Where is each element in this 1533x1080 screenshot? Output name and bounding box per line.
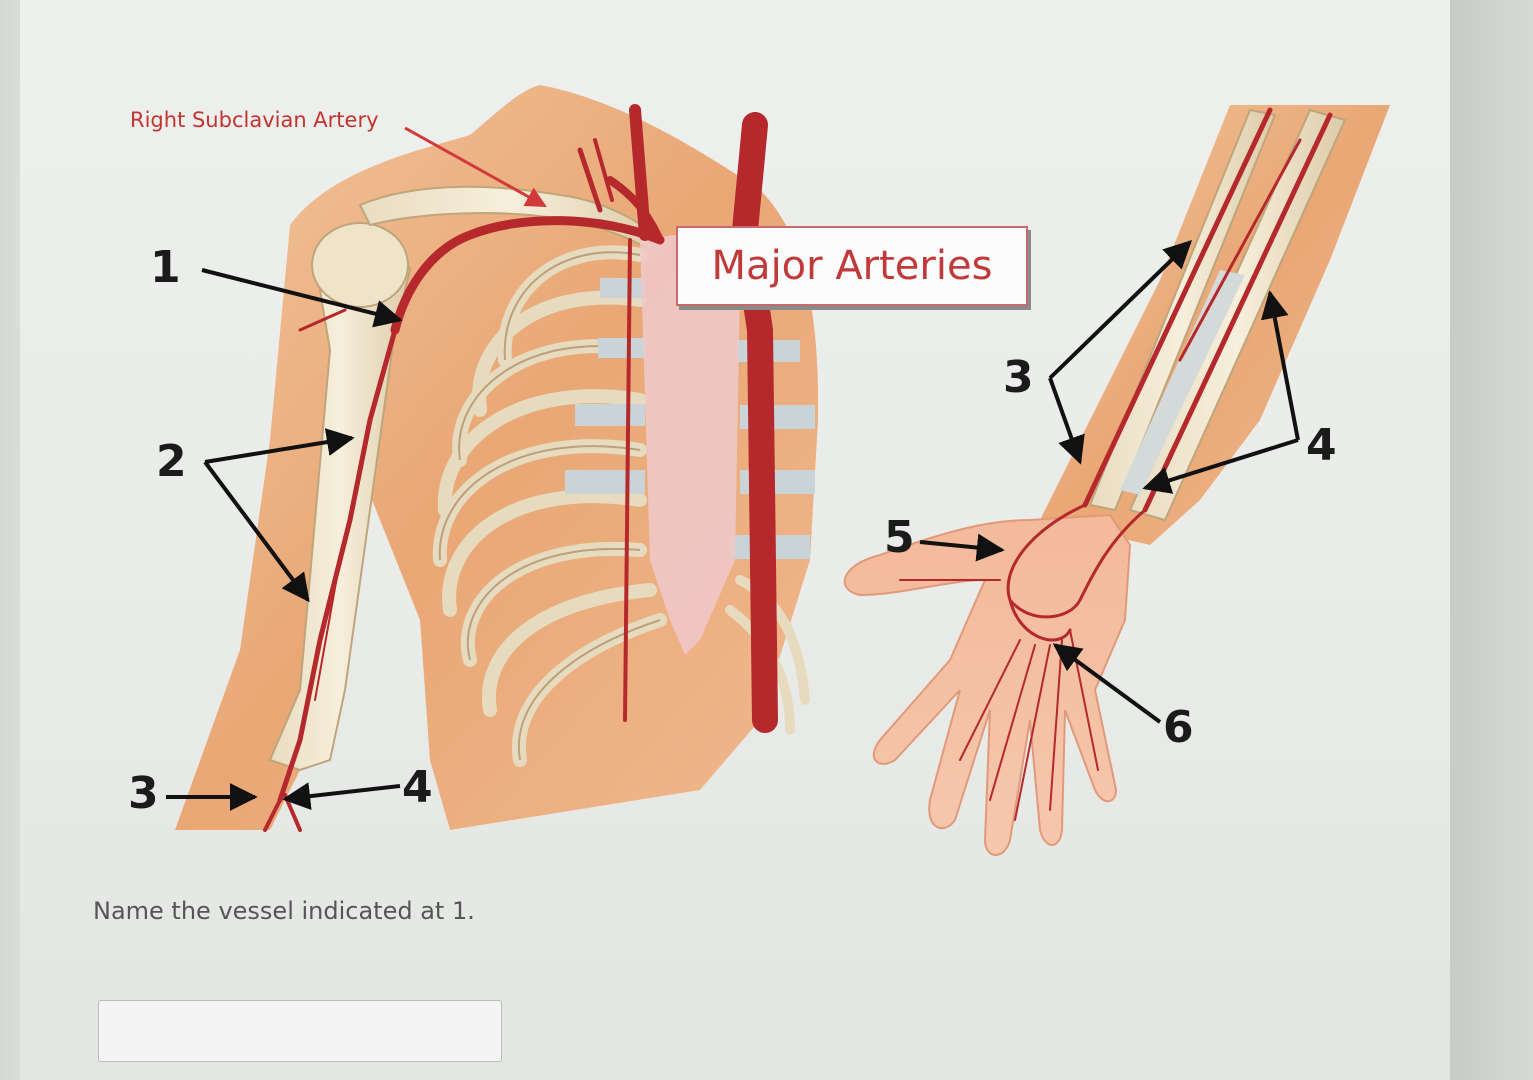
- question-text: Name the vessel indicated at 1.: [93, 897, 475, 925]
- subclavian-label: Right Subclavian Artery: [130, 108, 379, 132]
- label-3-right: 3: [1003, 352, 1034, 403]
- page-edge: [1450, 0, 1533, 1080]
- diagram-title: Major Arteries: [711, 243, 993, 289]
- label-1: 1: [150, 242, 181, 293]
- label-3-left: 3: [128, 768, 159, 819]
- torso-figure: [175, 85, 819, 832]
- label-4-left: 4: [402, 762, 433, 813]
- label-6: 6: [1163, 702, 1194, 753]
- arteries-diagram: Right Subclavian Artery Major Arteries 1…: [128, 85, 1390, 856]
- subclavian-arrow: [404, 126, 547, 208]
- answer-input[interactable]: [98, 1000, 502, 1062]
- diagram-title-box: Major Arteries: [676, 226, 1028, 306]
- label-5: 5: [884, 512, 915, 563]
- forearm-figure: [843, 105, 1390, 856]
- anatomy-illustration: [166, 85, 1390, 856]
- label-arrows: [166, 240, 1300, 811]
- label-4-right: 4: [1306, 420, 1337, 471]
- label-2: 2: [156, 436, 187, 487]
